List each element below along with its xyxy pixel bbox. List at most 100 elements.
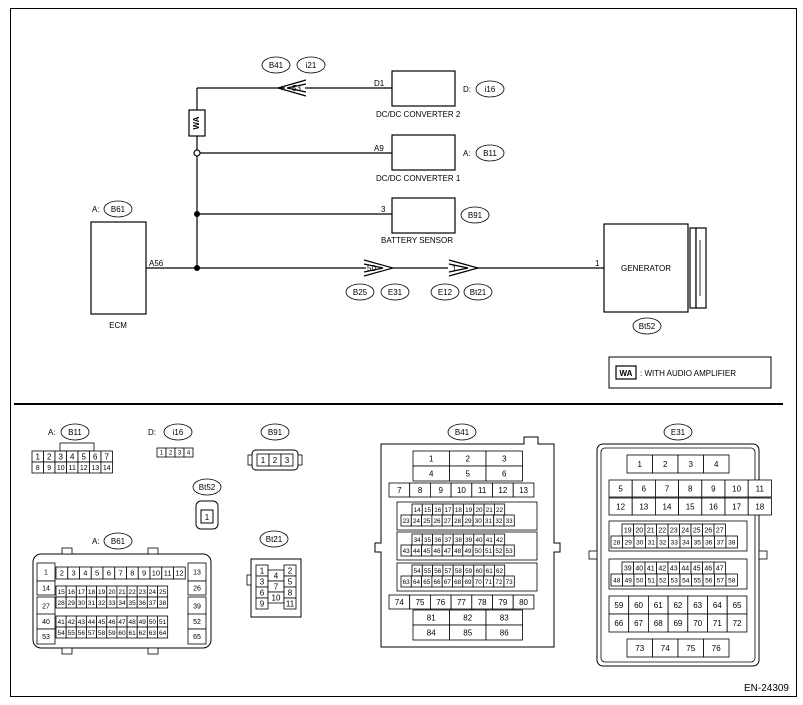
pin-cell [503,575,515,588]
pin-cell [280,453,294,467]
pin-label: 47 [444,548,452,555]
pin-label: 38 [159,600,167,607]
pin-label: 7 [274,582,279,591]
pin-label: 48 [454,548,462,555]
oval-bt21: Bt21 [463,283,493,301]
pin-label: 81 [427,613,436,622]
pin-label: 51 [648,577,656,584]
pin-label: 2 [288,566,293,575]
svg-text:BATTERY SENSOR: BATTERY SENSOR [381,236,453,245]
pin-label: 86 [500,628,509,637]
pin-label: 47 [118,619,126,626]
pin-label: 42 [658,566,666,573]
pin-label: 6 [642,484,647,493]
pin-label: 5 [82,452,87,461]
joint-pin-53: 53 [292,84,301,93]
pin-label: 82 [463,613,472,622]
pin-label: 73 [506,579,514,586]
pin-label: 56 [705,577,713,584]
pin-label: 12 [498,486,507,495]
pin-label: 17 [78,589,86,596]
pin-label: 10 [152,569,160,578]
pin-cell [485,624,523,641]
pin-label: 58 [728,577,736,584]
oval-b25: B25 [345,283,375,301]
pin-label: 5 [288,577,293,586]
pin-label: 12 [175,569,183,578]
pin-label: 2 [466,454,471,463]
pin-label: 62 [673,601,682,610]
oval-e12: E12 [430,283,460,301]
pin-label: 34 [414,537,422,544]
svg-text:B61: B61 [111,537,126,546]
pin-cell [187,580,207,596]
svg-text:B91: B91 [468,211,483,220]
svg-text:GENERATOR: GENERATOR [621,264,671,273]
pin-label: 25 [693,528,701,535]
svg-text:B41: B41 [269,61,284,70]
legend-abbr: WA [620,369,633,378]
pin-label: 78 [478,598,487,607]
svg-text:D1: D1 [374,79,385,88]
pin-label: 63 [693,601,702,610]
pin-label: 29 [464,518,472,525]
pin-label: 2 [60,569,64,578]
pin-label: 49 [625,577,633,584]
joint-connector-50: 50 [363,259,396,277]
pin-label: 43 [403,548,411,555]
svg-text:B25: B25 [353,288,368,297]
pin-label: 68 [454,579,462,586]
ecm-component: A: B61 A56 ECM [90,200,164,330]
pin-label: 26 [704,528,712,535]
pin-label: 69 [464,579,472,586]
pin-label: 33 [506,518,514,525]
pin-label: 32 [98,600,106,607]
pin-label: 10 [732,484,741,493]
pin-label: 64 [159,630,167,637]
pin-label: 60 [118,630,126,637]
svg-text:B91: B91 [268,428,283,437]
pin-label: 64 [713,601,722,610]
pin-label: 59 [108,630,116,637]
pin-label: 55 [68,630,76,637]
pin-label: 4 [429,469,434,478]
pin-label: 28 [613,539,621,546]
pin-cell [503,514,515,527]
pin-label: 60 [475,568,483,575]
dcdc-converter-1: A9 DC/DC CONVERTER 1 A: B11 [374,134,505,183]
pin-label: 29 [68,600,76,607]
pin-label: 71 [713,619,722,628]
pin-label: 49 [139,619,147,626]
pin-label: 1 [638,460,643,469]
pin-label: 46 [108,619,116,626]
svg-text:A:: A: [92,205,100,214]
generator: 1 GENERATOR Bt52 [595,223,707,335]
pin-cell [747,479,772,498]
pin-cell [36,628,56,645]
pin-label: 15 [424,507,432,514]
pin-label: 61 [129,630,137,637]
pin-label: 3 [285,456,290,465]
pin-label: 58 [455,568,463,575]
pin-label: 65 [423,579,431,586]
pin-label: 35 [424,537,432,544]
svg-text:DC/DC CONVERTER 2: DC/DC CONVERTER 2 [376,110,461,119]
pin-label: 1 [260,566,265,575]
pin-label: 34 [682,539,690,546]
pin-label: 3 [260,577,265,586]
pin-label: 53 [42,634,50,641]
svg-text:A:: A: [48,428,56,437]
legend-text: : WITH AUDIO AMPLIFIER [640,369,736,378]
pin-label: 41 [486,537,494,544]
svg-text:i16: i16 [485,85,496,94]
pin-label: 3 [689,460,694,469]
dcdc-converter-2: D1 DC/DC CONVERTER 2 D: i16 [374,70,505,119]
pin-label: 13 [639,502,648,511]
pin-label: 49 [464,548,472,555]
pin-label: 72 [733,619,742,628]
pin-label: 46 [434,548,442,555]
connector-view-bt52: Bt52 1 [192,478,222,530]
pin-label: 4 [187,451,191,457]
pin-label: 65 [733,601,742,610]
